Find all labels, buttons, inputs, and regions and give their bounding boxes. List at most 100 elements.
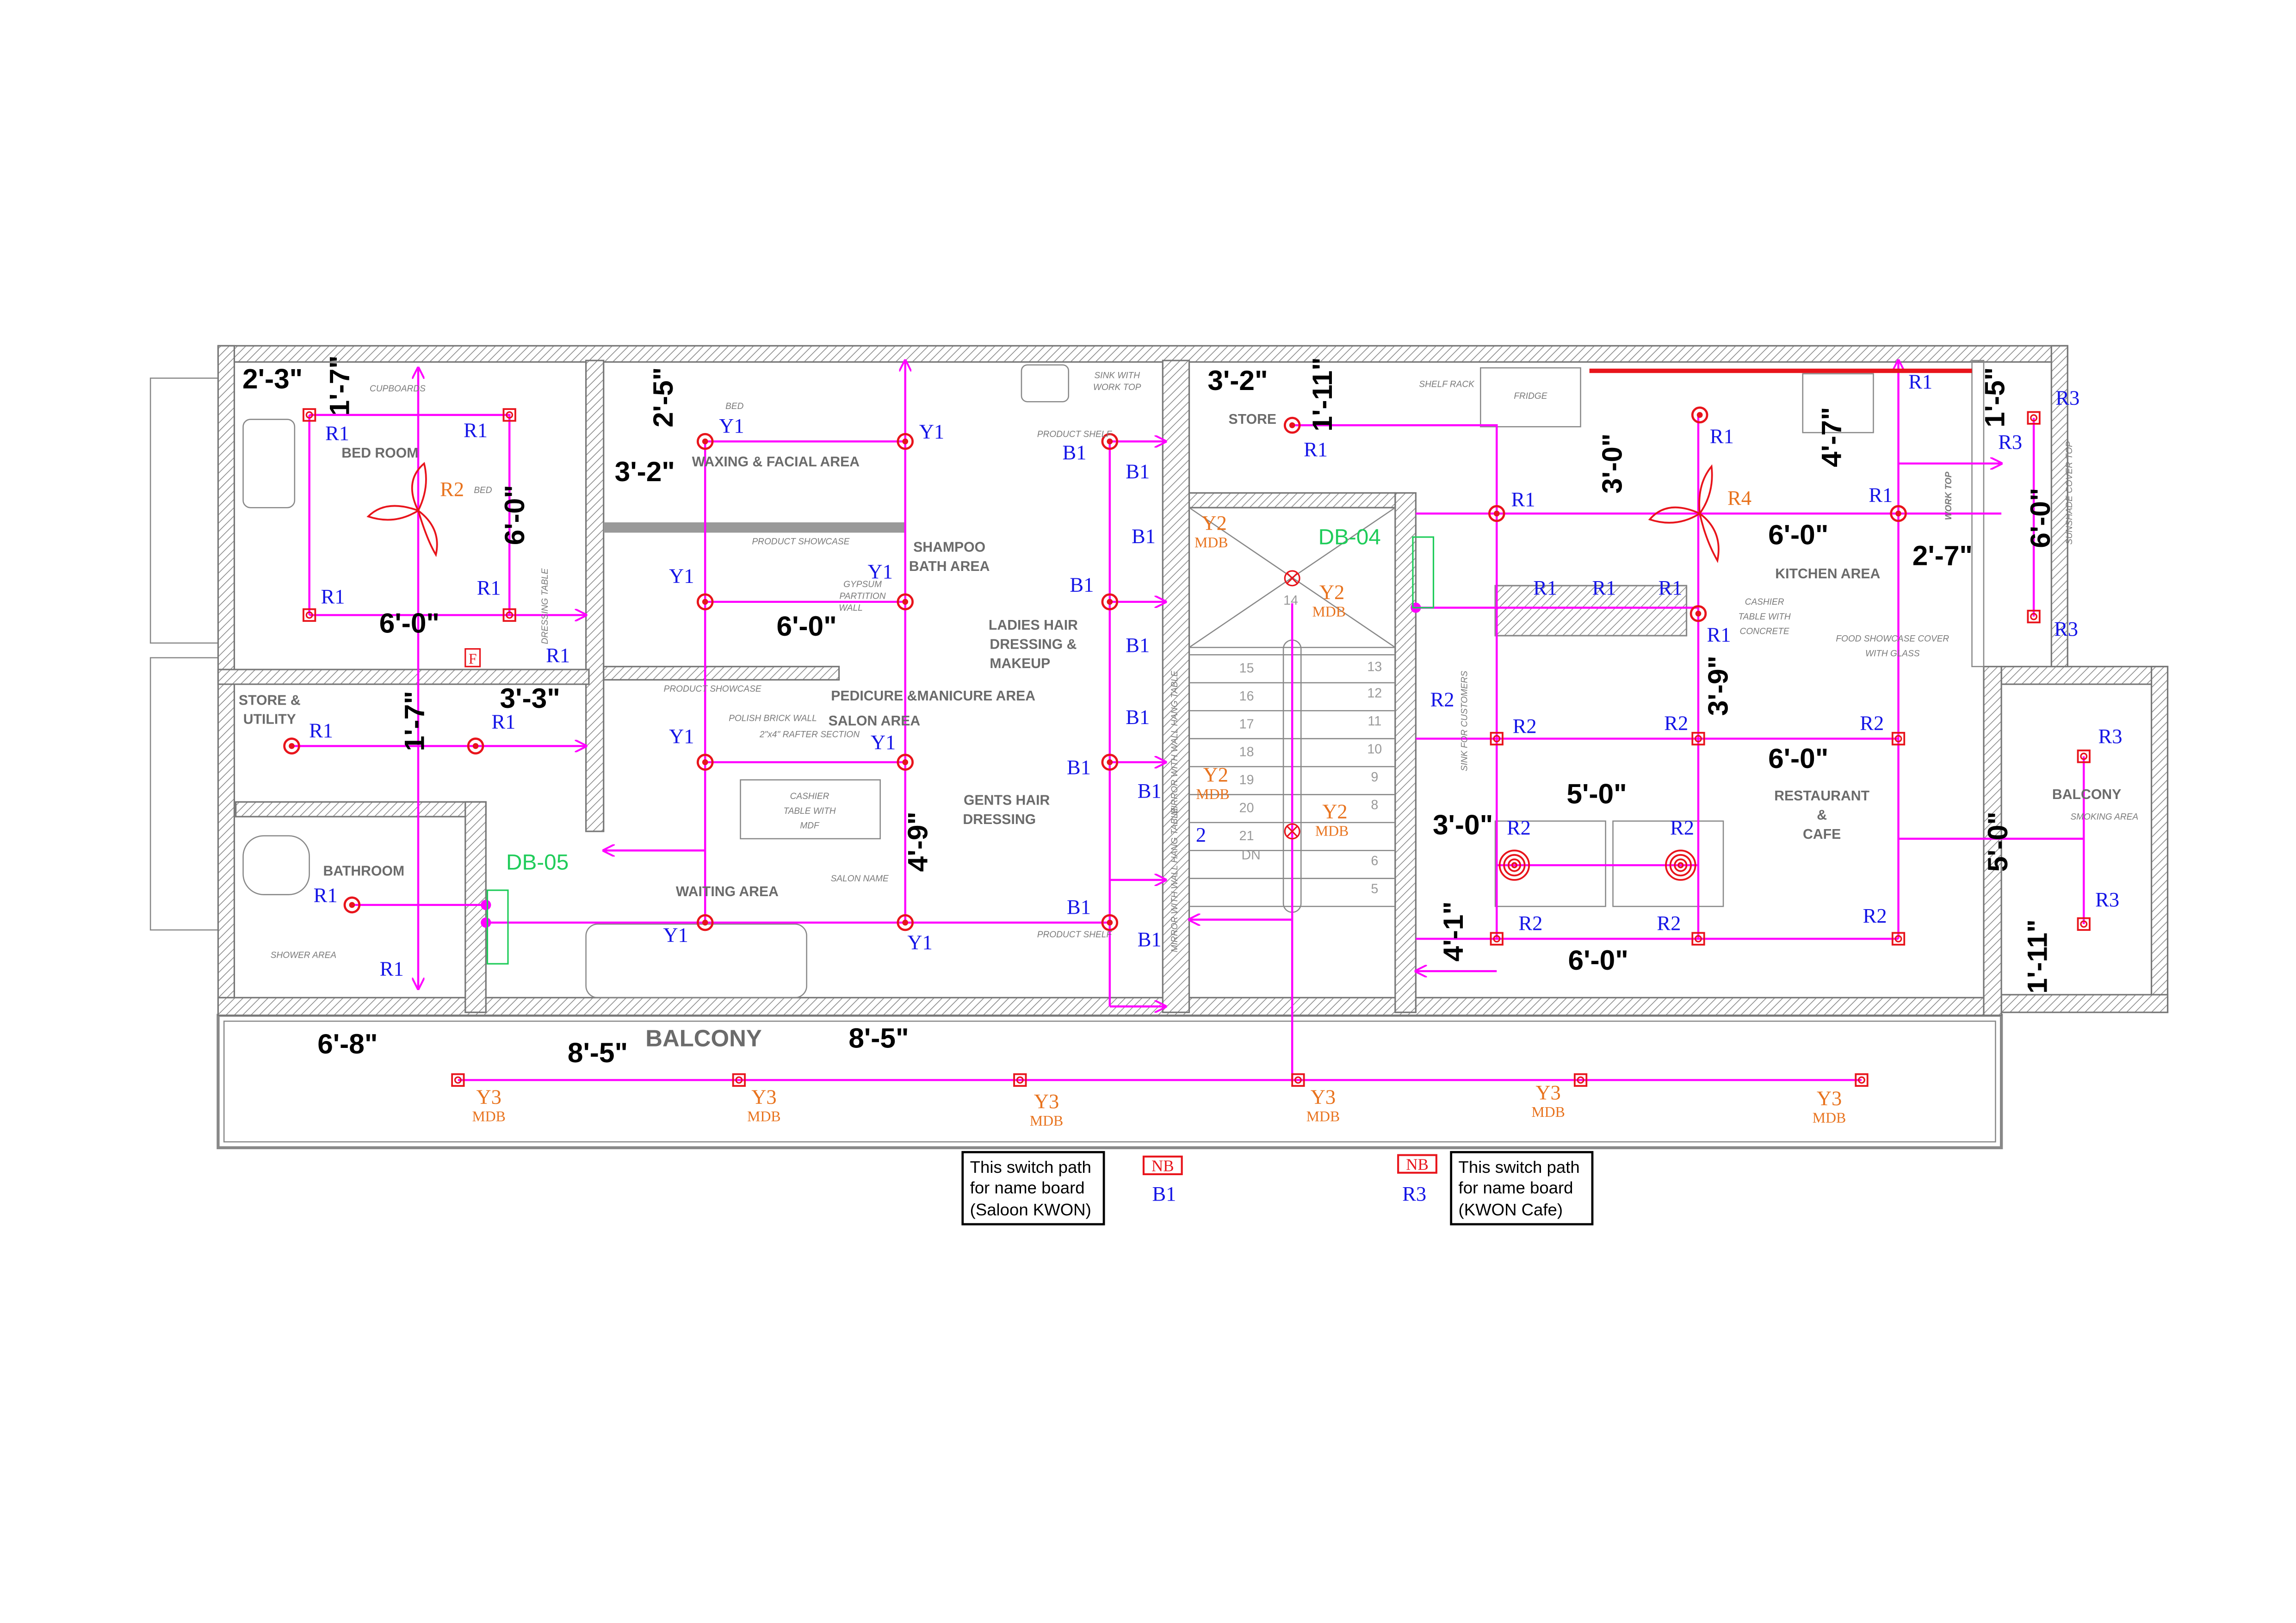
stair-step-number: 15: [1239, 661, 1254, 675]
circuit-label: R1: [1659, 576, 1683, 599]
square-light-icon: [303, 408, 316, 422]
light-point-icon: [897, 593, 914, 611]
dimension-label: 1'-7": [324, 355, 355, 415]
square-light-icon: [1291, 1073, 1305, 1087]
square-light-icon: [451, 1073, 465, 1087]
circuit-label: R2: [1863, 904, 1887, 927]
circuit-label: R3: [2098, 725, 2123, 748]
stair-step-number: 20: [1239, 801, 1254, 816]
circuit-label: Y1: [907, 930, 932, 954]
circuit-label: Y2: [1322, 799, 1347, 823]
light-point-icon: [1101, 433, 1119, 450]
legend: This switch path for name board (Saloon …: [961, 1151, 1594, 1226]
square-light-icon: [1490, 731, 1504, 746]
room-label: KITCHEN AREA: [1775, 566, 1880, 582]
annotation-text: PRODUCT SHOWCASE: [752, 537, 849, 547]
dimension-label: 6'-0": [2024, 488, 2056, 548]
mdb-label: MDB: [747, 1108, 780, 1124]
annotation-text: CONCRETE: [1740, 627, 1789, 637]
legend-nb-tag-right: NB: [1406, 1155, 1429, 1173]
circuit-label: R1: [1710, 424, 1734, 447]
square-light-icon: [1691, 932, 1705, 946]
stair-step-number: 6: [1371, 854, 1378, 868]
dimension-label: 6'-8": [317, 1028, 378, 1059]
room-label: &: [1817, 807, 1827, 823]
stair-light-icon: [1284, 570, 1300, 587]
dimension-label: 8'-5": [848, 1022, 909, 1053]
circuit-label: R1: [1908, 370, 1932, 393]
circuit-label: R2: [1518, 911, 1542, 935]
annotation-text: SUNSHADE COVER TOP: [2065, 441, 2074, 545]
room-label: UTILITY: [243, 712, 296, 727]
square-light-icon: [2077, 750, 2091, 763]
square-light-icon: [1855, 1073, 1869, 1087]
stair-light-icon: [1284, 823, 1300, 840]
light-point-icon: [696, 914, 714, 931]
mdb-label: MDB: [1194, 534, 1228, 551]
light-point-icon: [343, 896, 361, 914]
stair-step-number: 11: [1368, 714, 1381, 729]
light-point-icon: [696, 593, 714, 611]
chandelier-icon: [1498, 849, 1530, 881]
light-point-icon: [897, 914, 914, 931]
circuit-label: R1: [1592, 576, 1616, 599]
circuit-label: Y1: [719, 414, 744, 437]
circuit-label: Y1: [669, 564, 694, 587]
square-light-icon: [1891, 731, 1906, 746]
square-light-icon: [1490, 932, 1504, 946]
circuit-label: R1: [477, 576, 501, 599]
dimension-label: 5'-0": [1982, 812, 2013, 872]
annotation-text: POLISH BRICK WALL: [729, 713, 817, 723]
stair-step-number: 18: [1239, 745, 1254, 760]
circuit-label: Y3: [1817, 1086, 1842, 1109]
light-point-icon: [1101, 593, 1119, 611]
legend-note-cafe-line3: (KWON Cafe): [1459, 1200, 1563, 1219]
annotation-text: MIRROR WITH WALL HANG TABLE: [1170, 670, 1180, 815]
dimension-label: 3'-9": [1702, 656, 1734, 716]
annotation-text: TABLE WITH: [783, 806, 835, 816]
circuit-label: R2: [1513, 714, 1537, 737]
dimension-label: 2'-7": [1912, 539, 1973, 571]
light-point-icon: [1488, 505, 1505, 522]
dimension-label: 2'-3": [242, 363, 303, 395]
square-light-icon: [1573, 1073, 1588, 1087]
room-label: BED ROOM: [341, 446, 418, 461]
annotation-text: PARTITION: [839, 591, 885, 601]
circuit-label: Y1: [669, 725, 694, 748]
circuit-label: B1: [1067, 895, 1091, 918]
legend-note-saloon-line2: for name board: [970, 1178, 1085, 1197]
circuit-label: Y3: [1311, 1085, 1336, 1108]
dimension-label: 6'-0": [379, 607, 439, 639]
dimension-label: 4'-1": [1437, 901, 1469, 961]
circuit-label: B1: [1138, 779, 1162, 802]
circuit-label: B1: [1126, 460, 1150, 483]
light-point-icon: [696, 433, 714, 450]
dimension-label: 1'-5": [1979, 367, 2011, 427]
circuit-label: R2: [1430, 688, 1454, 711]
annotation-text: DRESSING TABLE: [540, 568, 550, 644]
room-label: CAFE: [1803, 827, 1841, 842]
dimension-label: 3'-2": [1207, 365, 1268, 396]
circuit-label: B1: [1126, 633, 1150, 657]
circuit-label: R1: [1869, 483, 1893, 507]
circuit-label: R1: [464, 419, 488, 442]
annotation-text: CASHIER: [790, 792, 829, 801]
circuit-label: R1: [1511, 488, 1535, 511]
db-05-panel: [486, 889, 509, 965]
room-label: MAKEUP: [990, 656, 1050, 671]
stair-step-number: 21: [1239, 829, 1254, 843]
stair-step-number: 10: [1367, 742, 1382, 756]
light-point-icon: [897, 754, 914, 771]
square-light-icon: [502, 608, 516, 622]
circuit-label: R1: [321, 585, 345, 608]
light-point-icon: [1690, 605, 1707, 622]
circuit-label: R3: [2054, 617, 2078, 640]
circuit-label: R2: [1664, 711, 1688, 734]
annotation-text: WORK TOP: [1093, 383, 1141, 392]
light-point-icon: [1691, 406, 1708, 424]
dimension-label: 2'-5": [647, 367, 679, 427]
light-point-icon: [696, 754, 714, 771]
legend-note-cafe-line2: for name board: [1459, 1178, 1573, 1197]
annotation-text: SINK FOR CUSTOMERS: [1460, 671, 1470, 771]
dimension-label: 3'-0": [1433, 809, 1493, 840]
